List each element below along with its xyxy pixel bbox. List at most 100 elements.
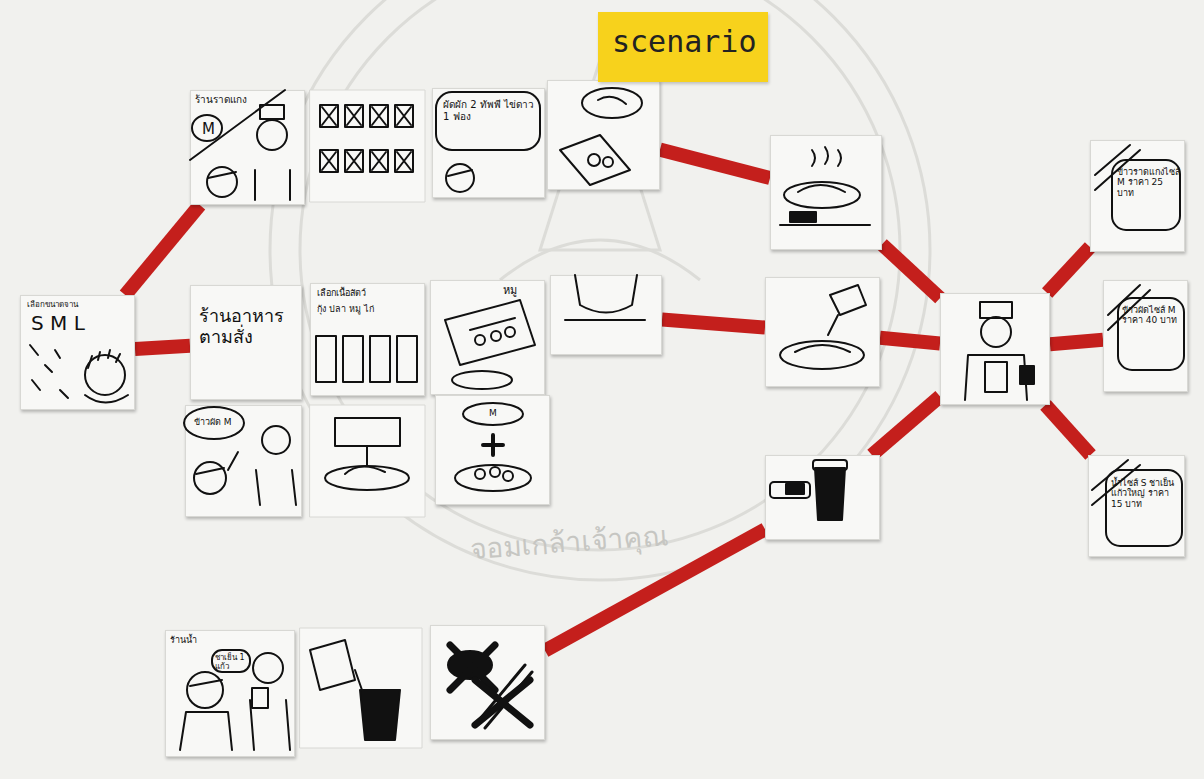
menu-card-stroke — [395, 150, 413, 172]
watermark-text: จอมเกล้าเจ้าคุณ — [469, 513, 670, 571]
no-food-sketch-stroke — [448, 651, 492, 679]
storyboard-card: น้ำไซส์ S ชาเย็นแก้วใหญ่ ราคา 15 บาท — [1088, 455, 1185, 557]
drink-shop-sketch-stroke — [187, 672, 223, 708]
card-text: หมู — [503, 285, 543, 298]
scale-card-stroke — [310, 405, 425, 517]
fried-rice-order-sketch — [184, 407, 296, 505]
served-dish-sketch-stroke — [812, 147, 841, 166]
curry-shop-sketch-stroke — [257, 120, 287, 150]
storyboard-card — [765, 277, 880, 387]
drink-shop-sketch-stroke — [252, 688, 268, 708]
chef-sketch-stroke — [980, 302, 1012, 318]
fried-rice-order-sketch-stroke — [196, 468, 224, 474]
drink-shop-sketch-stroke — [212, 650, 250, 672]
meat-choice-sketch-stroke — [397, 336, 417, 382]
scale-card — [310, 405, 425, 517]
plate-combo-sketch-stroke — [490, 467, 500, 477]
title-text: scenario — [612, 24, 757, 59]
sauce-sketch-stroke — [795, 345, 850, 352]
curry-shop-sketch-stroke — [190, 90, 285, 160]
meat-choice-sketch-stroke — [343, 336, 363, 382]
sauce-sketch — [780, 285, 866, 369]
drink-shop-sketch-stroke — [253, 653, 283, 683]
storyboard-card — [550, 275, 662, 355]
meat-choice-sketch — [316, 336, 417, 382]
storyboard-card: เลือกเนื้อสัตว์กุ้ง ปลา หมู ไก่ — [310, 283, 425, 396]
card-text: ข้าวผัด M — [194, 417, 248, 427]
chopping-sketch-stroke — [470, 318, 515, 330]
drink-shop-sketch-stroke — [180, 680, 232, 750]
card-text: น้ำไซส์ S ชาเย็นแก้วใหญ่ ราคา 15 บาท — [1111, 478, 1179, 509]
receipt-sketch-stroke — [1106, 470, 1182, 546]
chopping-sketch-stroke — [505, 327, 515, 337]
pitcher-card-stroke — [360, 690, 400, 740]
card-text: กุ้ง ปลา หมู ไก่ — [317, 304, 427, 314]
tape-connector — [1050, 340, 1103, 345]
storyboard-card: หมู — [430, 280, 545, 395]
card-text: ร้านน้ำ — [170, 635, 214, 645]
scale-card-stroke — [325, 466, 409, 490]
chef-sketch-stroke — [981, 317, 1011, 347]
no-food-sketch — [448, 645, 532, 728]
card-text: M — [202, 121, 222, 138]
storyboard-card: เลือกขนาดจานS M L — [20, 295, 135, 410]
storyboard-card: ข้าวราดแกงไซส์ M ราคา 25 บาท — [1090, 140, 1185, 252]
chopping-sketch-stroke — [491, 331, 501, 341]
packing-sketch-stroke — [560, 135, 630, 185]
packing-sketch-stroke — [588, 154, 600, 166]
size-sketch — [30, 345, 128, 403]
pitcher-card-stroke — [300, 628, 422, 748]
storyboard-card: ร้านอาหาร ตามสั่ง — [190, 285, 302, 400]
receipt-sketch-stroke — [1108, 285, 1150, 330]
packing-sketch — [560, 88, 642, 185]
menu-card-stroke — [370, 105, 388, 127]
menu-card-stroke — [320, 105, 338, 127]
pitcher-card-stroke — [355, 670, 362, 690]
card-text: ผัดผัก 2 ทัพพี ไข่ดาว 1 ฟอง — [443, 99, 535, 122]
card-text: ร้านอาหาร ตามสั่ง — [199, 306, 299, 347]
menu-card-stroke — [370, 150, 388, 172]
curry-shop-sketch-stroke — [192, 115, 222, 141]
tape-connector — [135, 346, 190, 349]
fried-rice-order-sketch-stroke — [194, 462, 226, 494]
tape-connector — [660, 150, 770, 178]
card-text: ร้านราดแกง — [195, 94, 275, 106]
plate-combo-sketch-stroke — [455, 465, 531, 491]
cup-scan-sketch-stroke — [786, 484, 804, 494]
chef-sketch-stroke — [1020, 366, 1034, 384]
size-sketch-stroke — [88, 350, 120, 368]
order-sketch-stroke — [446, 164, 474, 192]
watermark-stroke — [540, 60, 660, 250]
tape-connector — [125, 205, 200, 295]
plate-combo-sketch-stroke — [463, 403, 523, 425]
receipt-sketch-stroke — [1092, 460, 1140, 505]
sauce-sketch-stroke — [830, 285, 866, 315]
storyboard-card: ผัดผัก 2 ทัพพี ไข่ดาว 1 ฟอง — [432, 88, 545, 198]
menu-card-stroke — [347, 152, 361, 170]
storyboard-card: M — [435, 395, 550, 505]
scale-card-stroke — [366, 446, 368, 465]
storyboard-card — [940, 293, 1050, 405]
drink-shop-sketch — [180, 650, 290, 750]
receipt-sketch-stroke — [1118, 298, 1184, 370]
served-dish-sketch-stroke — [790, 212, 816, 222]
menu-card-stroke — [372, 152, 386, 170]
storyboard-card: ร้านราดแกง M — [190, 90, 305, 205]
meat-choice-sketch-stroke — [316, 336, 336, 382]
storyboard-card — [547, 80, 660, 190]
sauce-sketch-stroke — [780, 341, 864, 369]
watermark-stroke — [300, 0, 900, 550]
chopping-sketch — [445, 300, 535, 389]
tape-connector — [880, 338, 940, 344]
order-sketch-stroke — [436, 92, 540, 150]
menu-card-stroke — [395, 105, 413, 127]
pitcher-card-stroke — [310, 640, 355, 690]
cup-scan-sketch-stroke — [813, 460, 847, 470]
served-dish-sketch-stroke — [780, 224, 870, 226]
menu-card — [310, 90, 425, 202]
size-sketch-stroke — [30, 345, 68, 398]
receipt-sketch-stroke — [1095, 145, 1140, 190]
cup-scan-sketch — [770, 460, 847, 520]
menu-card-stroke — [397, 107, 411, 125]
